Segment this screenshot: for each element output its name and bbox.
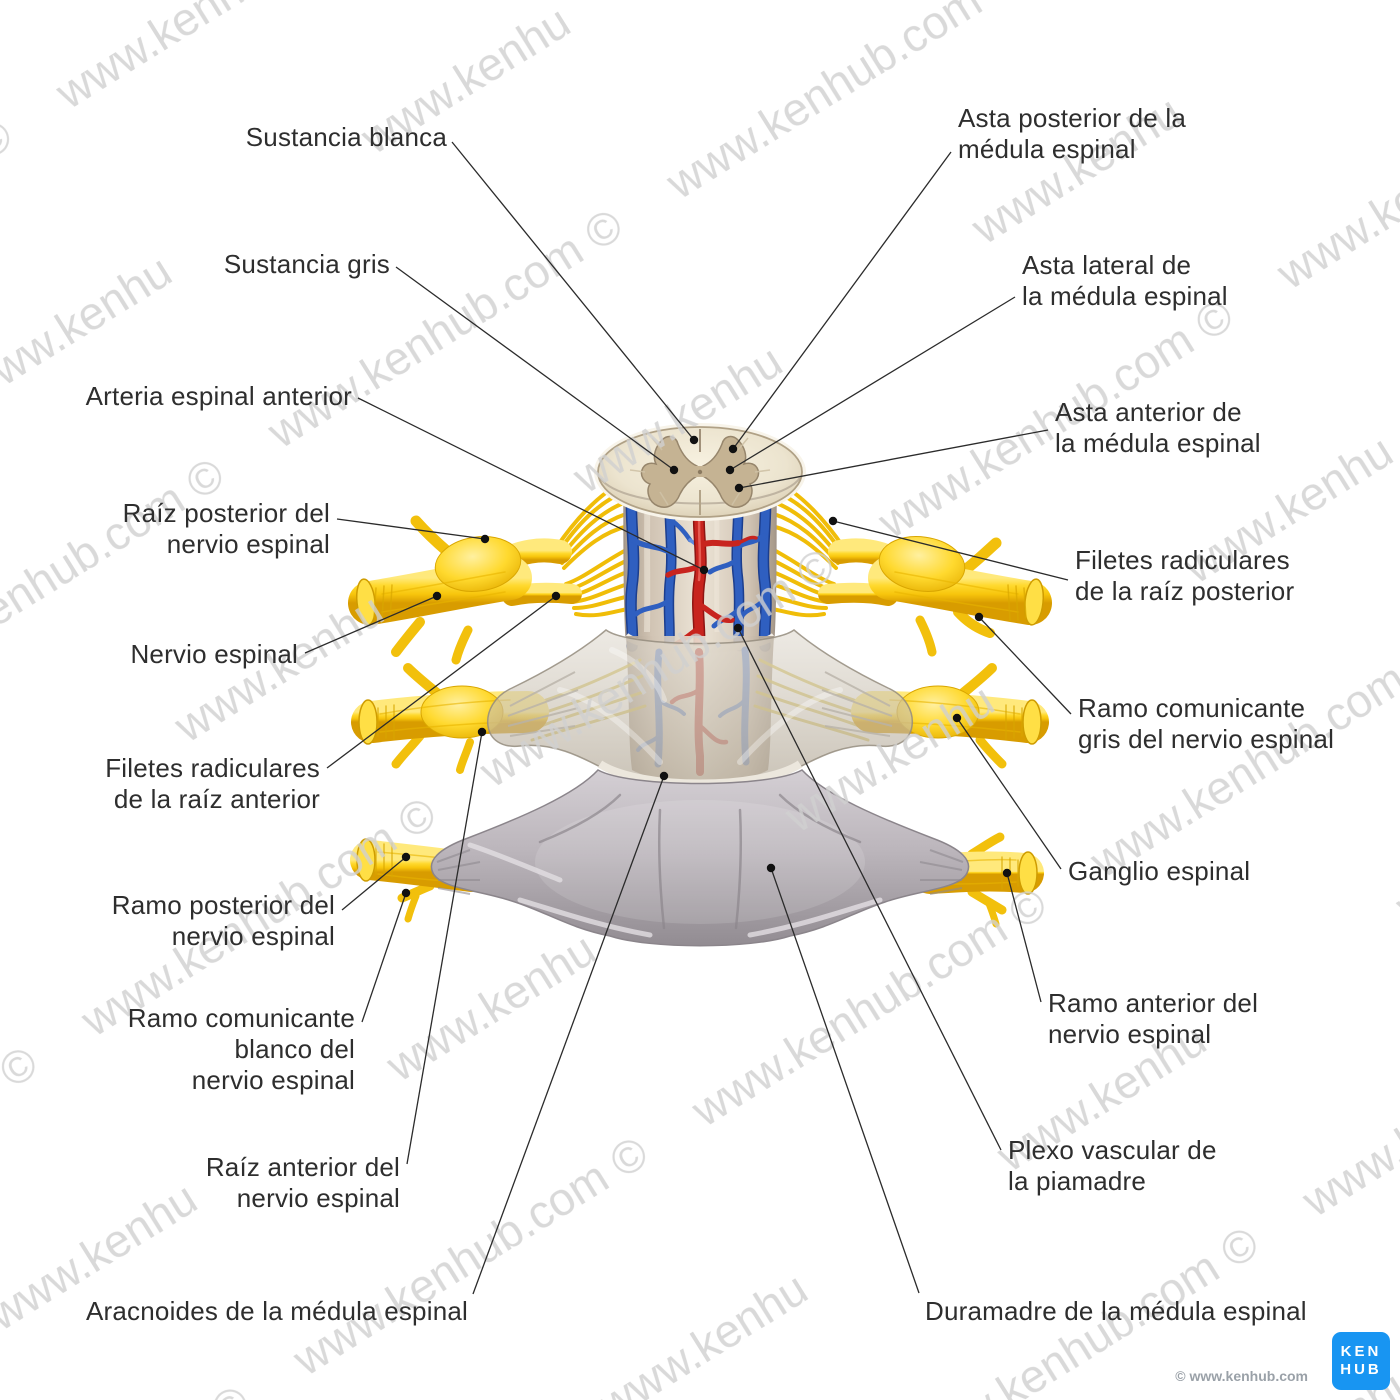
leader-dot-arteria-espinal-anterior: [699, 565, 709, 575]
leader-dot-ramo-anterior: [1002, 868, 1012, 878]
leader-line-plexo-vascular: [737, 627, 1002, 1151]
leader-line-raiz-anterior: [406, 731, 483, 1165]
leader-dot-asta-posterior: [728, 444, 738, 454]
leader-dot-asta-lateral: [725, 465, 735, 475]
leader-line-filetes-raiz-posterior: [832, 520, 1069, 581]
leader-line-aracnoides: [472, 775, 665, 1295]
leader-line-ramo-anterior: [1006, 872, 1042, 1003]
leader-dot-asta-anterior: [734, 483, 744, 493]
kenhub-logo[interactable]: KEN HUB: [1332, 1332, 1390, 1390]
leader-line-ramo-posterior: [341, 856, 407, 911]
leader-line-nervio-espinal: [304, 595, 438, 654]
kenhub-logo-line1: KEN: [1340, 1343, 1382, 1360]
leader-dot-plexo-vascular: [733, 623, 743, 633]
leader-dot-ramo-comunicante-blanco: [401, 888, 411, 898]
leader-dot-filetes-raiz-anterior: [551, 591, 561, 601]
leader-line-duramadre: [770, 867, 920, 1294]
leader-dot-sustancia-blanca: [689, 435, 699, 445]
leader-dot-ganglio-espinal: [952, 713, 962, 723]
leader-line-asta-anterior: [738, 429, 1049, 489]
leader-dot-sustancia-gris: [669, 465, 679, 475]
leader-line-arteria-espinal-anterior: [357, 397, 705, 571]
leader-dot-ramo-comunicante-gris: [974, 612, 984, 622]
leader-line-ramo-comunicante-gris: [978, 616, 1072, 715]
leader-line-raiz-posterior: [336, 518, 486, 540]
leader-dot-filetes-raiz-posterior: [828, 516, 838, 526]
copyright-text: © www.kenhub.com: [1175, 1368, 1308, 1384]
leader-line-ramo-comunicante-blanco: [361, 892, 407, 1023]
leader-line-ganglio-espinal: [956, 717, 1062, 870]
kenhub-logo-line2: HUB: [1340, 1361, 1382, 1378]
leader-line-asta-lateral: [729, 296, 1016, 471]
leader-dot-nervio-espinal: [432, 591, 442, 601]
leader-dot-raiz-posterior: [480, 534, 490, 544]
leader-line-sustancia-gris: [395, 266, 675, 471]
leader-dot-raiz-anterior: [477, 727, 487, 737]
leader-line-asta-posterior: [732, 151, 952, 450]
leader-line-filetes-raiz-anterior: [326, 595, 557, 769]
leader-line-sustancia-blanca: [451, 141, 695, 441]
leader-dot-duramadre: [766, 863, 776, 873]
leader-dot-aracnoides: [659, 771, 669, 781]
leader-dot-ramo-posterior: [401, 852, 411, 862]
